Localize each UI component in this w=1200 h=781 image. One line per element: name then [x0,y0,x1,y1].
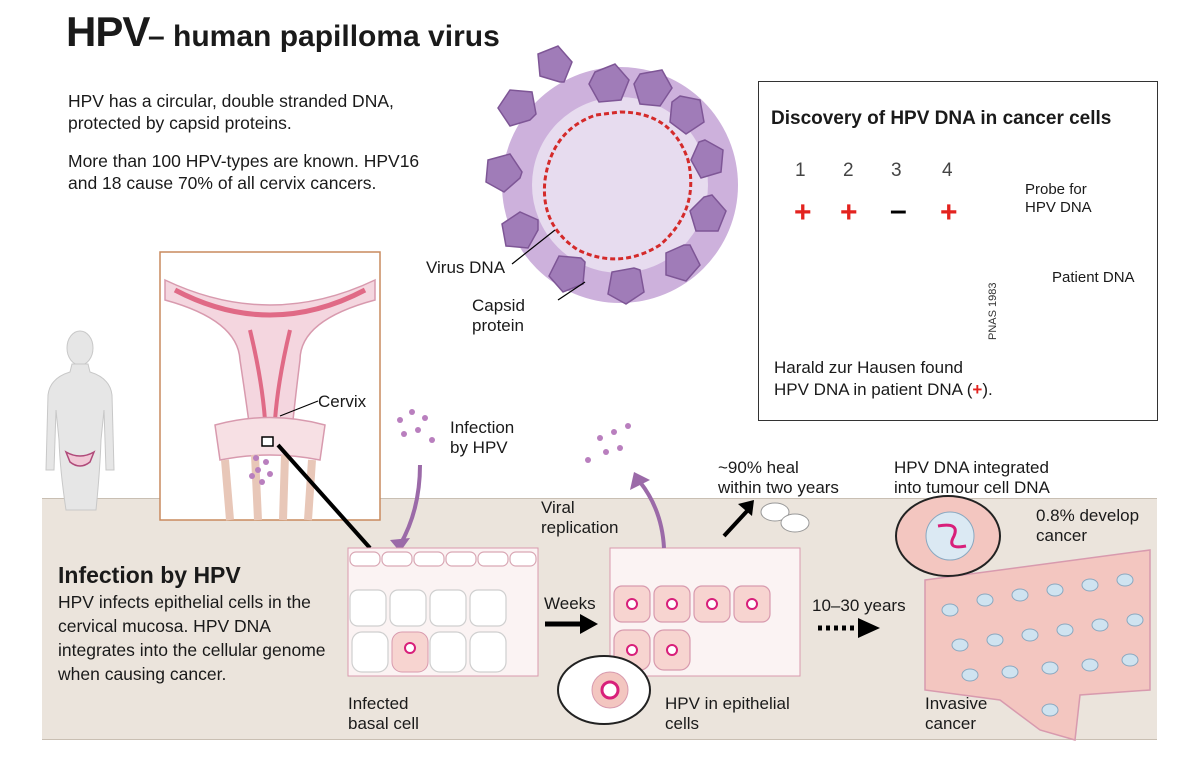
capsid-label-line1: Capsid [472,296,525,315]
healed-cell [760,502,790,522]
discovery-caption-line2: HPV DNA in patient DNA (+). [774,380,993,400]
basal-label-line2: basal cell [348,714,419,733]
cervix-marker [261,436,274,447]
discovery-title: Discovery of HPV DNA in cancer cells [771,108,1112,129]
intro-paragraph-2: More than 100 HPV-types are known. HPV16… [68,151,420,193]
heal-label-line2: within two years [718,478,839,497]
invasive-label-line1: Invasive [925,694,988,713]
integrated-label-line2: into tumour cell DNA [894,478,1050,497]
viral-label-line2: replication [541,518,619,537]
develop-label-line2: cancer [1036,526,1088,545]
result-sign: + [840,196,858,229]
virus-particles-infection [397,409,435,443]
caption-plus: + [972,380,983,399]
dna-pointer [511,229,556,265]
page-title: HPV [66,8,150,55]
develop-label-line1: 0.8% develop [1036,506,1140,525]
zoom-line [276,443,372,550]
epithelial-label-line1: HPV in epithelial [665,694,790,713]
tissue-infected [347,547,539,677]
cervix-pointer [279,400,319,417]
capsid-pointer [557,281,586,301]
capsid-label-line2: protein [472,316,524,335]
probe-label-line1: Probe for [1025,181,1087,198]
virus-particles-replication [585,423,631,463]
weeks-label: Weeks [544,594,596,613]
infection-label-line2: by HPV [450,438,508,457]
page-subtitle: – human papilloma virus [148,20,500,53]
replication-arrow [638,480,666,549]
discovery-caption-line1: Harald zur Hausen found [774,358,964,377]
viral-label-line1: Viral [541,498,575,517]
result-sign: + [794,196,812,229]
small-uterus-icon [64,450,96,467]
gel-credit: PNAS 1983 [987,282,999,340]
invasive-label-line2: cancer [925,714,977,733]
lane-number: 2 [843,160,854,181]
virus-dna-label: Virus DNA [426,258,506,277]
intro-paragraph-1: HPV has a circular, double stranded DNA,… [68,91,394,133]
patient-dna-label: Patient DNA [1052,269,1135,286]
lane-number: 1 [795,160,806,181]
woman-silhouette [45,330,115,511]
caption-text: HPV DNA in patient DNA ( [774,380,973,399]
heal-arrow [722,508,750,538]
lane-number: 3 [891,160,902,181]
epithelial-label-line2: cells [665,714,700,733]
years-label: 10–30 years [812,596,906,615]
tissue-replication [609,547,801,677]
infection-title: Infection by HPV [58,562,241,588]
infection-label-line1: Infection [450,418,515,437]
basal-label-line1: Infected [348,694,409,713]
caption-text-end: ). [982,380,993,399]
integrated-label-line1: HPV DNA integrated [894,458,1049,477]
tissue-cancer [924,549,1151,741]
infection-body: HPV infects epithelial cells in the cerv… [58,592,326,684]
infection-arrow [398,464,422,546]
result-sign: – [890,194,907,227]
cervix-label: Cervix [318,392,367,411]
discovery-panel [758,81,1158,421]
virus-particles-cervix [249,455,273,485]
heal-label-line1: ~90% heal [718,458,799,477]
result-sign: + [940,196,958,229]
probe-label-line2: HPV DNA [1025,199,1092,216]
lane-number: 4 [942,160,953,181]
virus-illustration [485,45,738,305]
